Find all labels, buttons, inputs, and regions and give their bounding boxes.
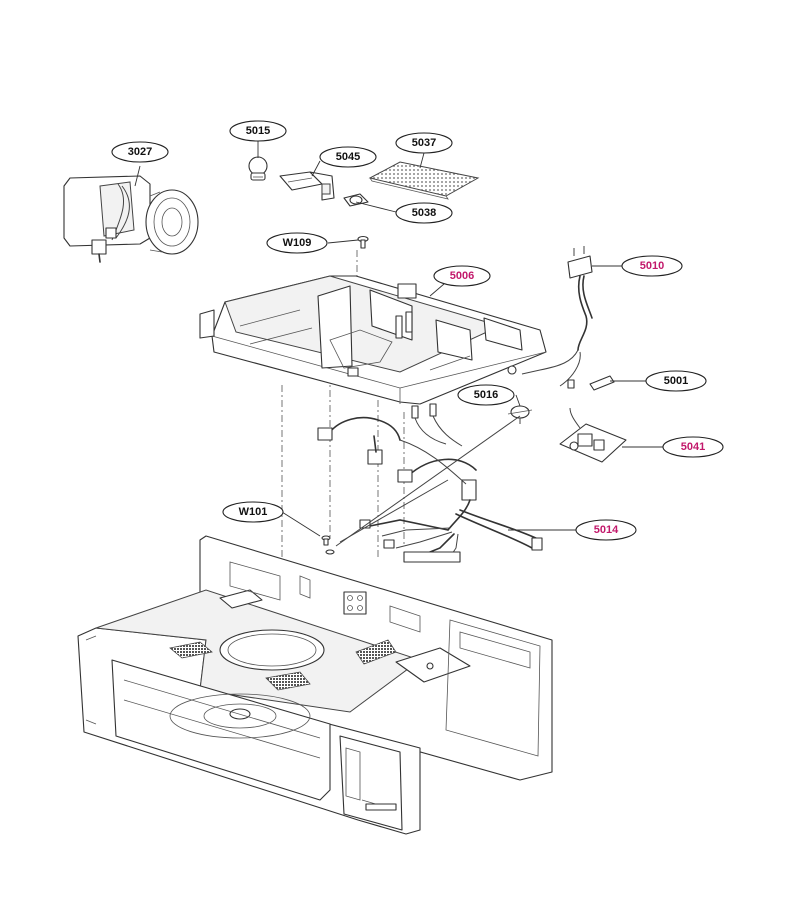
screw-w101 xyxy=(321,535,335,555)
callout-w101: W101 xyxy=(222,501,284,523)
callout-5016-label: 5016 xyxy=(474,389,498,401)
callout-3027-label: 3027 xyxy=(128,146,152,158)
callout-5038-label: 5038 xyxy=(412,207,436,219)
grease-filter xyxy=(368,161,480,200)
callout-5041-label: 5041 xyxy=(681,441,705,453)
fuse xyxy=(589,375,615,391)
thermostat xyxy=(507,405,533,424)
base-plate xyxy=(199,275,547,405)
lamp-socket xyxy=(279,171,335,201)
callout-5037-label: 5037 xyxy=(412,137,436,149)
lamp-holder xyxy=(343,193,369,207)
callout-5038: 5038 xyxy=(395,202,453,224)
callout-5010-label: 5010 xyxy=(640,260,664,272)
power-cord xyxy=(507,246,593,389)
callout-5045: 5045 xyxy=(319,146,377,168)
oven-cavity xyxy=(77,535,553,835)
callout-5010: 5010 xyxy=(621,255,683,277)
callout-5006: 5006 xyxy=(433,265,491,287)
callout-5016: 5016 xyxy=(457,384,515,406)
leader-lines xyxy=(134,140,664,537)
callout-w109: W109 xyxy=(266,232,328,254)
screw-w109 xyxy=(357,235,369,249)
wire-harness xyxy=(317,403,543,563)
callout-w109-label: W109 xyxy=(283,237,312,249)
callout-5014-label: 5014 xyxy=(594,524,619,536)
callout-3027: 3027 xyxy=(111,141,169,163)
callout-5001-label: 5001 xyxy=(664,375,688,387)
callout-5014: 5014 xyxy=(575,519,637,541)
callout-5037: 5037 xyxy=(395,132,453,154)
callout-5006-label: 5006 xyxy=(450,270,474,282)
fan-motor-assembly xyxy=(63,175,199,263)
callout-5045-label: 5045 xyxy=(336,151,360,163)
callout-5015-label: 5015 xyxy=(246,125,270,137)
callout-w101-label: W101 xyxy=(239,506,268,518)
noise-filter-board xyxy=(559,407,627,463)
callout-5001: 5001 xyxy=(645,370,707,392)
callout-5015: 5015 xyxy=(229,120,287,142)
callout-5041: 5041 xyxy=(662,436,724,458)
lamp-bulb xyxy=(248,156,268,181)
